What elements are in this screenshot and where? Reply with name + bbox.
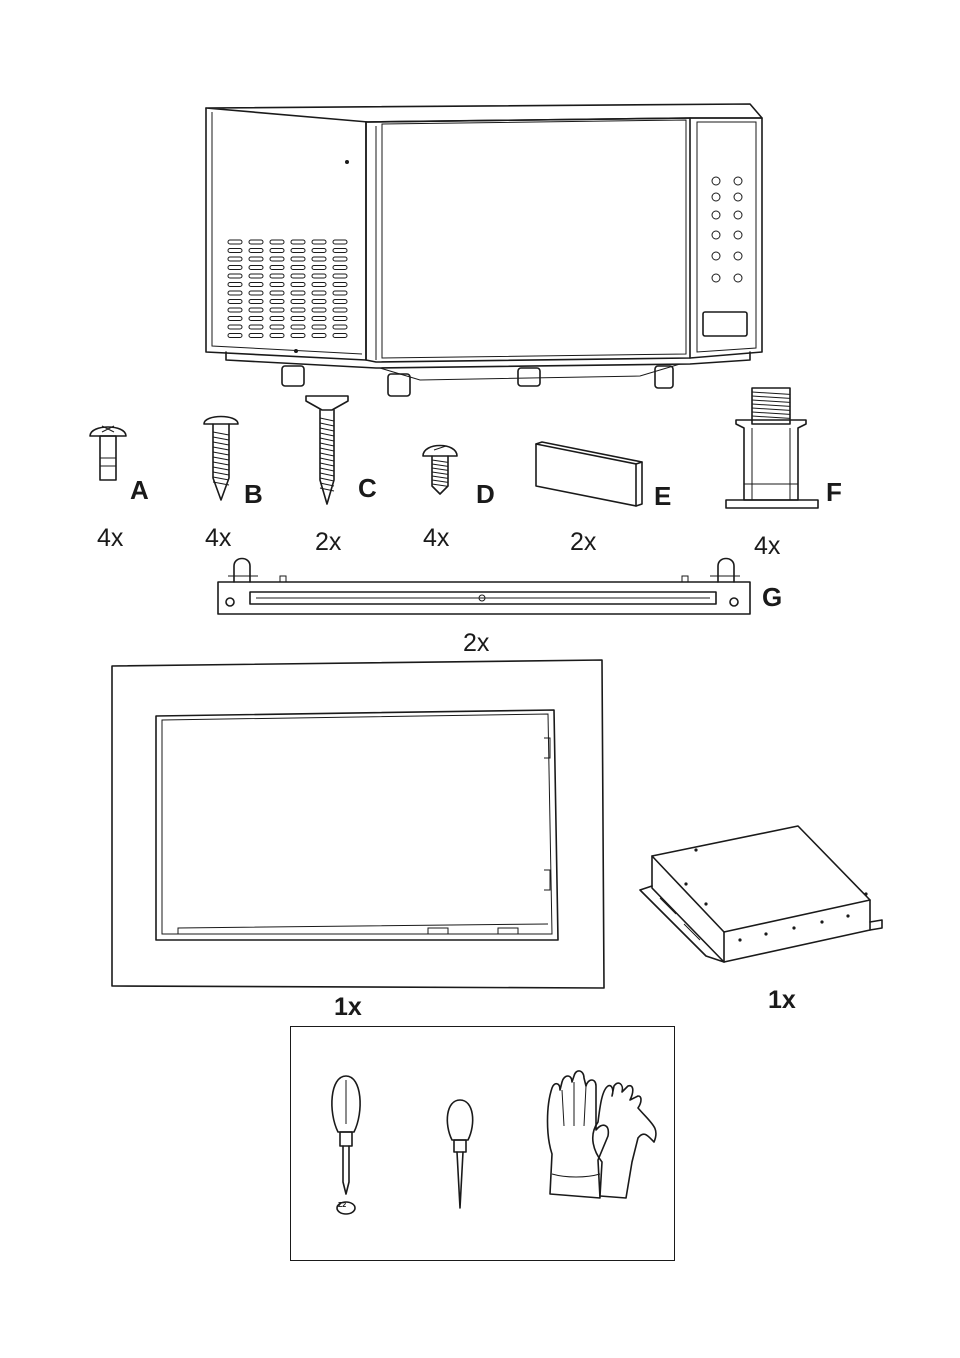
part-qty-a: 4x [97, 524, 124, 552]
part-label-a: A [130, 475, 149, 505]
trim-frame-icon [111, 659, 605, 989]
short-machine-screw-icon [422, 444, 458, 495]
spacer-block-icon [535, 441, 643, 507]
mounting-rail-icon [217, 557, 751, 615]
flat-head-long-screw-icon [305, 395, 349, 505]
microwave-oven-icon [205, 103, 763, 397]
part-label-e: E [654, 481, 672, 511]
part-label-g: G [762, 582, 783, 612]
pan-head-wood-screw-icon [203, 415, 239, 501]
part-label-b: B [244, 479, 263, 509]
part-qty-b: 4x [205, 524, 232, 552]
base-box-icon [639, 825, 883, 963]
cross-screwdriver-icon [331, 1075, 361, 1215]
box-qty: 1x [768, 986, 796, 1014]
cross-head-short-screw-icon [89, 425, 127, 481]
part-label-c: C [358, 473, 377, 503]
adjustable-foot-icon [725, 387, 819, 509]
gloves-icon [546, 1070, 657, 1199]
part-qty-f: 4x [754, 532, 781, 560]
part-label-d: D [476, 479, 495, 509]
part-qty-g: 2x [463, 629, 490, 657]
tools-panel [290, 1026, 675, 1261]
part-label-f: F [826, 477, 842, 507]
frame-qty: 1x [334, 993, 362, 1021]
bit-size-label: Z2 [338, 1202, 347, 1209]
part-qty-d: 4x [423, 524, 450, 552]
awl-icon [446, 1099, 474, 1209]
part-qty-e: 2x [570, 528, 597, 556]
part-qty-c: 2x [315, 528, 342, 556]
